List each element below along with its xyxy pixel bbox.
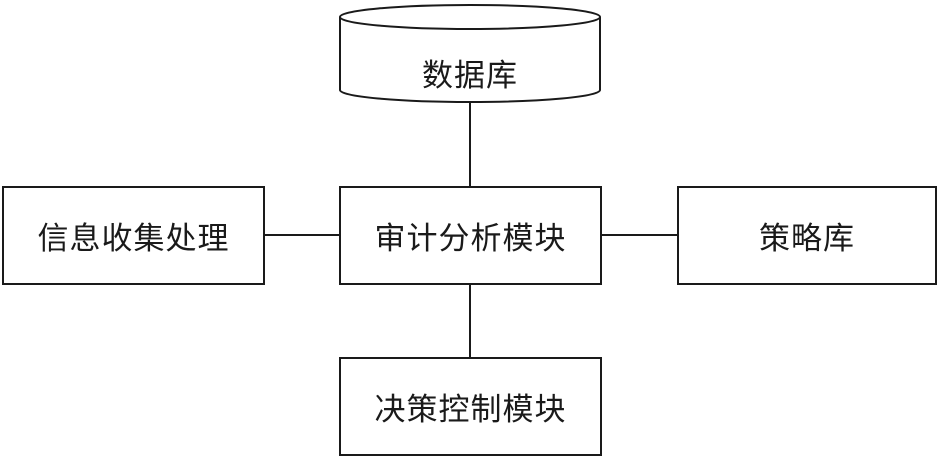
audit-node: 审计分析模块 bbox=[339, 186, 602, 285]
database-cylinder-top bbox=[339, 4, 601, 30]
strategy-node: 策略库 bbox=[677, 186, 937, 285]
database-cylinder bbox=[339, 4, 601, 103]
database-node: 数据库 bbox=[338, 50, 602, 94]
database-cylinder-body bbox=[339, 17, 601, 103]
database-label: 数据库 bbox=[422, 57, 518, 94]
info-collect-label: 信息收集处理 bbox=[37, 221, 230, 257]
decision-label: 决策控制模块 bbox=[374, 392, 567, 428]
strategy-label: 策略库 bbox=[759, 221, 855, 257]
info-collect-node: 信息收集处理 bbox=[2, 186, 265, 285]
decision-node: 决策控制模块 bbox=[339, 357, 602, 456]
audit-label: 审计分析模块 bbox=[374, 221, 567, 257]
